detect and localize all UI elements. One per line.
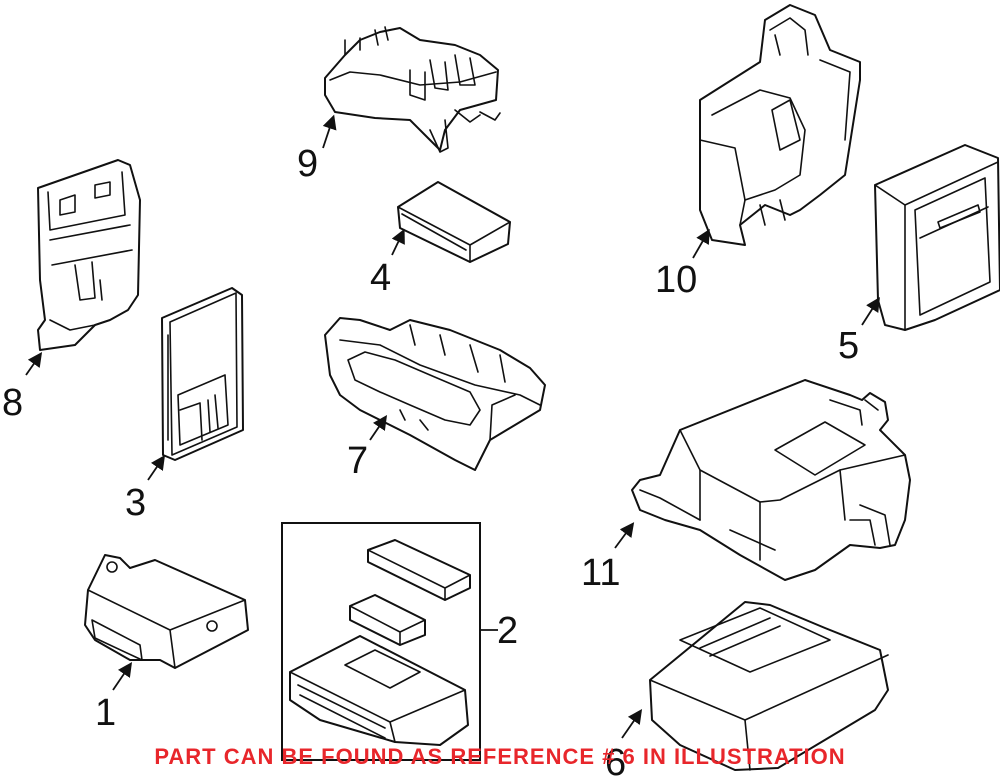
- callout-3: 3: [125, 482, 146, 524]
- part-9-cover[interactable]: [324, 26, 501, 153]
- leader-4: [391, 228, 405, 256]
- reference-notice: PART CAN BE FOUND AS REFERENCE # 6 IN IL…: [154, 744, 846, 769]
- leader-8: [25, 352, 43, 376]
- callout-11: 11: [581, 552, 620, 594]
- part-8-bracket-panel[interactable]: [37, 159, 141, 351]
- callout-2: 2: [497, 610, 518, 652]
- leader-6: [621, 709, 643, 739]
- part-2-box: [281, 522, 481, 761]
- part-4-small-module[interactable]: [397, 181, 511, 263]
- part-6-module[interactable]: [649, 601, 889, 771]
- callout-4: 4: [370, 257, 391, 299]
- part-7-frame[interactable]: [324, 317, 546, 471]
- leader-1: [112, 662, 133, 691]
- part-10-bracket[interactable]: [699, 4, 861, 246]
- leader-11: [614, 522, 635, 549]
- callout-5: 5: [838, 325, 859, 367]
- callout-1: 1: [95, 692, 116, 734]
- callout-9: 9: [297, 143, 318, 185]
- callout-8: 8: [2, 382, 23, 424]
- leader-7: [369, 415, 388, 441]
- part-5-control-module[interactable]: [874, 144, 1000, 331]
- part-11-tray[interactable]: [631, 379, 911, 581]
- leader-5: [861, 296, 880, 326]
- callout-6: 6: [605, 742, 626, 777]
- leader-10: [692, 228, 710, 259]
- part-1-module[interactable]: [84, 554, 249, 669]
- leader-3: [147, 455, 166, 481]
- part-2-assembly[interactable]: [281, 522, 481, 761]
- part-3-module[interactable]: [161, 287, 244, 461]
- callout-10: 10: [655, 259, 697, 301]
- callout-7: 7: [347, 440, 368, 482]
- leader-9: [322, 114, 337, 149]
